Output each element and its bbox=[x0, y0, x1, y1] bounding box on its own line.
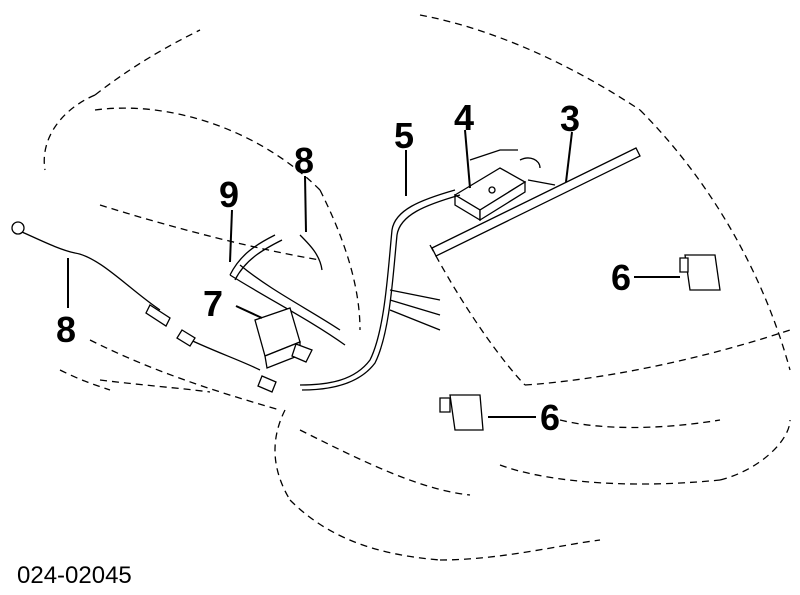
callout-4: 4 bbox=[454, 97, 474, 138]
lead-nine-cable bbox=[229, 234, 346, 346]
callout-7: 7 bbox=[203, 283, 223, 324]
callout-6-right: 6 bbox=[611, 257, 631, 298]
feeder-cable bbox=[299, 149, 556, 391]
relay-connectors bbox=[439, 254, 721, 431]
callout-6-lower: 6 bbox=[540, 397, 560, 438]
leader-lines bbox=[67, 129, 680, 418]
glass-antenna-strip bbox=[431, 147, 641, 257]
lead-eight-left-cable bbox=[11, 221, 277, 393]
callout-8-left: 8 bbox=[56, 309, 76, 350]
callout-5: 5 bbox=[394, 115, 414, 156]
callout-9: 9 bbox=[219, 174, 239, 215]
control-unit bbox=[254, 307, 313, 369]
callout-8-top: 8 bbox=[294, 140, 314, 181]
antenna-amplifier bbox=[453, 167, 527, 222]
vehicle-outline bbox=[43, 14, 791, 561]
callout-3: 3 bbox=[560, 98, 580, 139]
reference-code: 024-02045 bbox=[17, 562, 132, 589]
